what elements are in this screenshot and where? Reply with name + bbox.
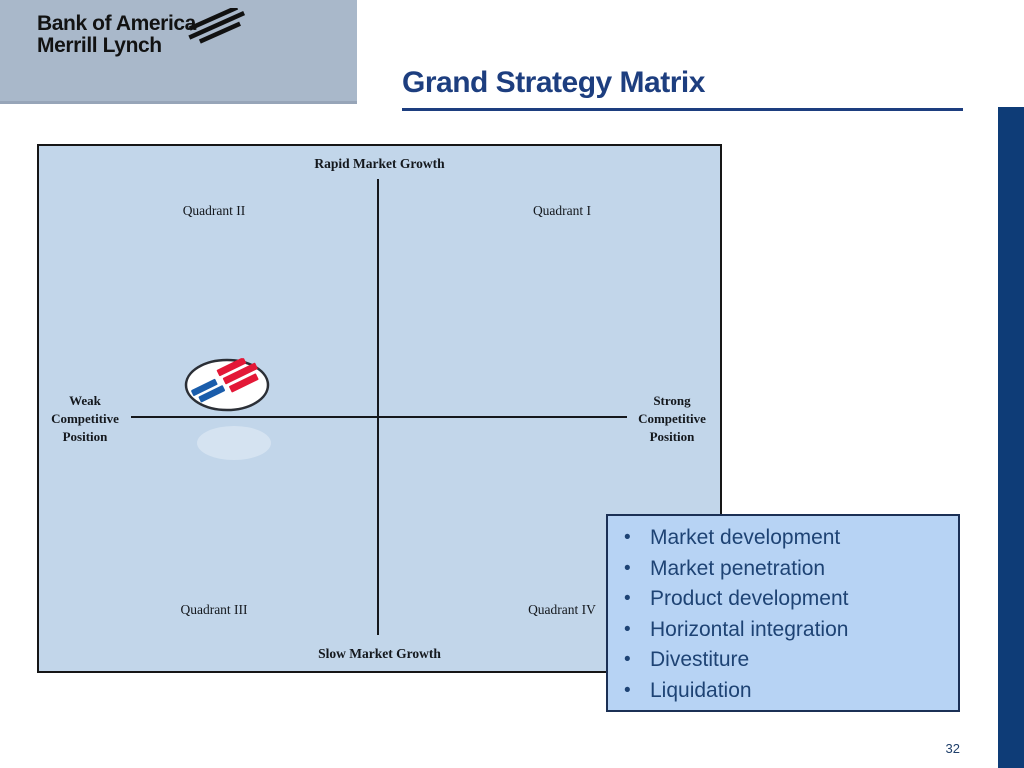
header-band: Bank of America Merrill Lynch <box>0 0 357 104</box>
company-logo-text: Bank of America Merrill Lynch <box>37 13 196 57</box>
quadrant-3-label: Quadrant III <box>180 602 248 617</box>
page-title: Grand Strategy Matrix <box>402 66 705 99</box>
bank-of-america-logo-marker <box>184 358 270 412</box>
strong-line-2: Competitive <box>638 411 706 426</box>
axis-label-weak-competitive-position: Weak Competitive Position <box>39 392 131 446</box>
faded-smudge <box>197 426 271 460</box>
logo-line-2: Merrill Lynch <box>37 34 162 57</box>
list-item: Divestiture <box>608 645 958 676</box>
right-accent-bar <box>998 107 1024 768</box>
weak-line-3: Position <box>62 429 108 444</box>
logo-line-1: Bank of America <box>37 12 196 35</box>
strong-line-3: Position <box>649 429 695 444</box>
quadrant-4-label: Quadrant IV <box>528 602 596 617</box>
slide-page-number: 32 <box>945 741 960 756</box>
quadrant-1-label: Quadrant I <box>532 203 592 218</box>
strong-line-1: Strong <box>653 393 691 408</box>
axis-label-strong-competitive-position: Strong Competitive Position <box>626 392 718 446</box>
weak-line-2: Competitive <box>51 411 119 426</box>
axis-label-rapid-market-growth: Rapid Market Growth <box>314 156 445 171</box>
strategy-options-box: Market development Market penetration Pr… <box>606 514 960 712</box>
list-item: Market development <box>608 523 958 554</box>
list-item: Horizontal integration <box>608 615 958 646</box>
bank-flag-icon <box>188 8 246 44</box>
quadrant-2-label: Quadrant II <box>182 203 246 218</box>
strategy-options-list: Market development Market penetration Pr… <box>608 516 958 706</box>
list-item: Market penetration <box>608 554 958 585</box>
vertical-axis-line <box>377 179 379 635</box>
horizontal-axis-line <box>131 416 627 418</box>
weak-line-1: Weak <box>69 393 101 408</box>
list-item: Product development <box>608 584 958 615</box>
axis-label-slow-market-growth: Slow Market Growth <box>318 646 441 661</box>
list-item: Liquidation <box>608 676 958 707</box>
title-underline <box>402 108 963 111</box>
